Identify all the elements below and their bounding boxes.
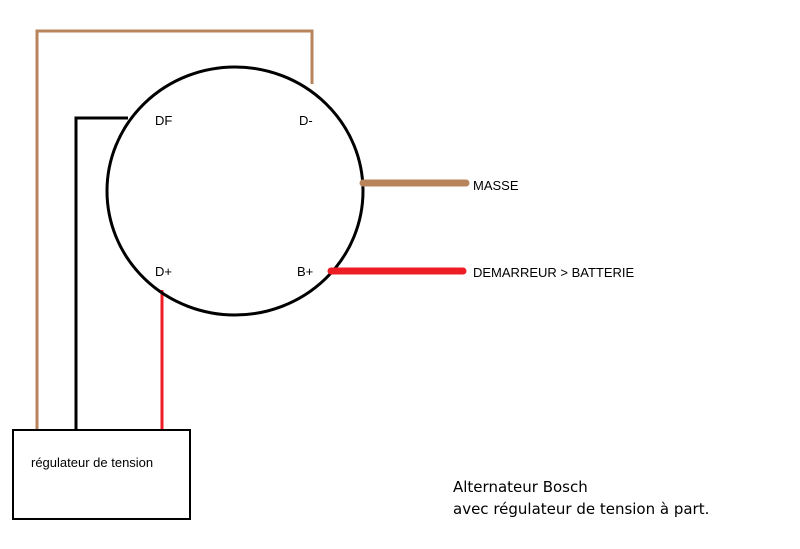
terminal-df-label: DF	[155, 113, 172, 128]
brown-wire-d-minus	[35, 29, 314, 430]
masse-label: MASSE	[473, 178, 519, 193]
terminal-b-plus-label: B+	[297, 264, 313, 279]
caption-line-2: avec régulateur de tension à part.	[453, 500, 709, 518]
demarreur-label: DEMARREUR > BATTERIE	[473, 265, 635, 280]
black-wire-df	[74, 116, 128, 430]
caption-line-1: Alternateur Bosch	[453, 478, 588, 496]
alternator-circle	[105, 65, 365, 317]
terminal-d-plus-label: D+	[155, 264, 172, 279]
regulator-label: régulateur de tension	[31, 455, 153, 470]
terminal-d-minus-label: D-	[299, 113, 313, 128]
regulator-box	[12, 429, 191, 520]
